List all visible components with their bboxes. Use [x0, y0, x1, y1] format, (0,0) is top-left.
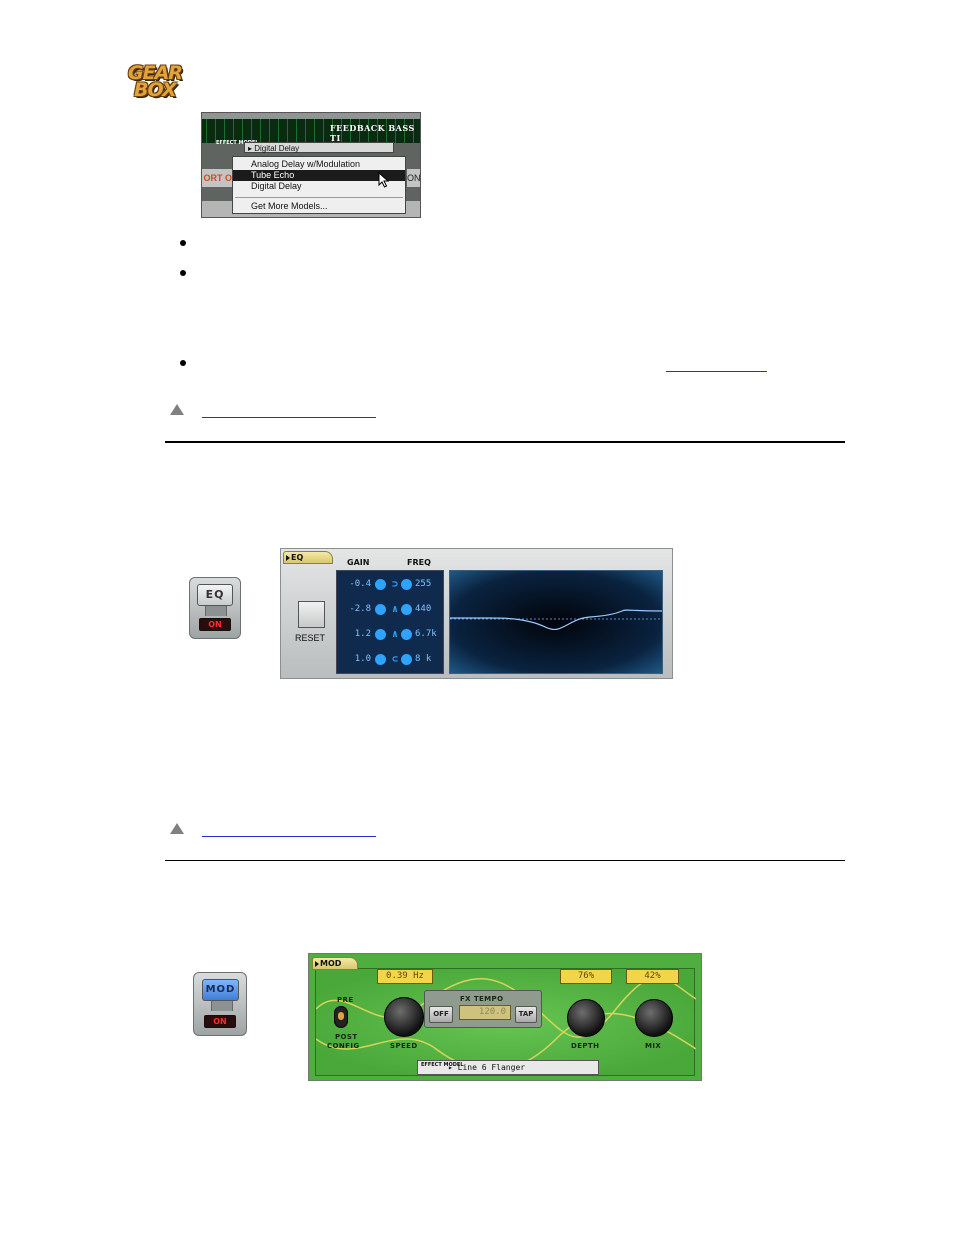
mod-effect-model-select[interactable]: EFFECT MODEL ▸ Line 6 Flanger: [417, 1060, 599, 1075]
eq-panel: EQ GAIN FREQ RESET -0.4 ⊃ 255 -2.8 ∧ 440…: [280, 548, 673, 679]
peak-filter-icon: ∧: [391, 604, 399, 615]
fx-tempo-label: FX TEMPO: [460, 995, 504, 1003]
post-label: POST: [335, 1033, 358, 1041]
eq-freq-knob[interactable]: [401, 629, 412, 640]
mod-effect-model-label: EFFECT MODEL: [421, 1062, 464, 1068]
mod-panel: MOD 0.39 Hz 76% 42% PRE POST CONFIG SPEE…: [308, 953, 702, 1081]
eq-toggle-cap: EQ: [197, 584, 233, 606]
mix-label: MIX: [645, 1042, 662, 1050]
eq-toggle-switch[interactable]: EQ ON: [189, 577, 241, 639]
eq-gain-knob[interactable]: [375, 654, 386, 665]
gearbox-logo: GEAR BOX: [124, 62, 194, 102]
pre-post-config-switch[interactable]: [334, 1006, 348, 1028]
menu-item-analog-delay[interactable]: Analog Delay w/Modulation: [251, 159, 361, 169]
bullet-3-link[interactable]: [666, 371, 767, 372]
eq-band-row: -2.8 ∧ 440: [337, 600, 443, 620]
eq-band-freq: 8 k: [415, 654, 432, 664]
eq-band-gain: 1.0: [354, 654, 371, 664]
menu-separator: [235, 197, 403, 198]
eq-freq-knob[interactable]: [401, 654, 412, 665]
peak-filter-icon: ∧: [391, 629, 399, 640]
mod-toggle-on-indicator: ON: [204, 1015, 236, 1028]
high-shelf-icon: ⊂: [391, 654, 399, 665]
effect-model-label: EFFECT MODEL: [216, 140, 259, 146]
eq-band-gain: -0.4: [349, 579, 371, 589]
eq-gain-knob[interactable]: [375, 579, 386, 590]
speed-knob[interactable]: [384, 997, 424, 1037]
eq-freq-knob[interactable]: [401, 579, 412, 590]
mouse-pointer-icon: [378, 172, 390, 188]
back-to-top-arrow-icon[interactable]: [170, 823, 184, 834]
eq-band-row: 1.0 ⊂ 8 k: [337, 650, 443, 670]
mix-display: 42%: [626, 969, 679, 984]
mod-toggle-neck: [211, 1001, 233, 1011]
eq-band-row: -0.4 ⊃ 255: [337, 575, 443, 595]
eq-panel-tab: EQ: [283, 551, 333, 564]
depth-display: 76%: [560, 969, 612, 984]
speed-label: SPEED: [390, 1042, 418, 1050]
delay-panel-top-strip: [202, 113, 420, 119]
back-to-top-link[interactable]: [202, 417, 376, 418]
eq-band-gain: 1.2: [354, 629, 371, 639]
mix-knob[interactable]: [635, 999, 673, 1037]
delay-knob-labels: FEEDBACK BASS TI: [330, 123, 415, 143]
eq-reset-label: RESET: [295, 633, 326, 643]
effect-model-dropdown-menu: Analog Delay w/Modulation Tube Echo Digi…: [232, 156, 406, 214]
eq-toggle-neck: [205, 606, 227, 616]
bullet-1: [180, 240, 186, 246]
section-divider-1: [165, 441, 845, 443]
eq-freq-header: FREQ: [407, 558, 431, 567]
tap-tempo-button[interactable]: TAP: [515, 1006, 537, 1023]
eq-curve: [450, 609, 663, 631]
menu-item-get-more-models[interactable]: Get More Models...: [251, 201, 328, 211]
logo-line-1: GEAR: [128, 62, 183, 84]
effect-model-select[interactable]: ▸ Digital Delay: [244, 142, 394, 153]
eq-reset-button[interactable]: [298, 601, 325, 628]
bullet-3: [180, 360, 186, 366]
eq-gain-knob[interactable]: [375, 629, 386, 640]
speed-display: 0.39 Hz: [377, 969, 433, 984]
low-shelf-icon: ⊃: [391, 579, 399, 590]
eq-band-controls: -0.4 ⊃ 255 -2.8 ∧ 440 1.2 ∧ 6.7k 1.0 ⊂ 8…: [336, 570, 444, 674]
delay-left-button-fragment[interactable]: ORT O: [202, 169, 232, 187]
eq-band-freq: 255: [415, 579, 432, 589]
eq-band-freq: 6.7k: [415, 629, 437, 639]
section-divider-2: [165, 860, 845, 861]
pre-label: PRE: [337, 996, 354, 1004]
mod-toggle-switch[interactable]: MOD ON: [193, 972, 247, 1036]
eq-gain-knob[interactable]: [375, 604, 386, 615]
bullet-2: [180, 270, 186, 276]
tempo-display: 120.0: [459, 1005, 511, 1020]
depth-label: DEPTH: [571, 1042, 600, 1050]
delay-model-menu-screenshot: FEEDBACK BASS TI EFFECT MODEL ▸ Digital …: [201, 112, 421, 218]
back-to-top-link[interactable]: [202, 836, 376, 837]
eq-freq-knob[interactable]: [401, 604, 412, 615]
eq-curve-svg: [450, 609, 663, 631]
menu-item-digital-delay[interactable]: Digital Delay: [251, 181, 302, 191]
delay-right-button-fragment[interactable]: ON: [407, 169, 420, 187]
mod-toggle-cap: MOD: [202, 979, 239, 1001]
mod-effect-model-value: ▸ Line 6 Flanger: [448, 1063, 526, 1072]
mod-panel-tab: MOD: [312, 957, 358, 970]
eq-band-gain: -2.8: [349, 604, 371, 614]
tempo-off-button[interactable]: OFF: [429, 1006, 453, 1023]
eq-gain-header: GAIN: [347, 558, 370, 567]
back-to-top-arrow-icon[interactable]: [170, 404, 184, 415]
depth-knob[interactable]: [567, 999, 605, 1037]
eq-band-freq: 440: [415, 604, 432, 614]
eq-toggle-on-indicator: ON: [199, 618, 231, 631]
eq-frequency-response-graph: [449, 570, 663, 674]
menu-item-tube-echo[interactable]: Tube Echo: [233, 170, 405, 181]
eq-band-row: 1.2 ∧ 6.7k: [337, 625, 443, 645]
config-label: CONFIG: [327, 1042, 360, 1050]
logo-line-2: BOX: [134, 79, 177, 101]
